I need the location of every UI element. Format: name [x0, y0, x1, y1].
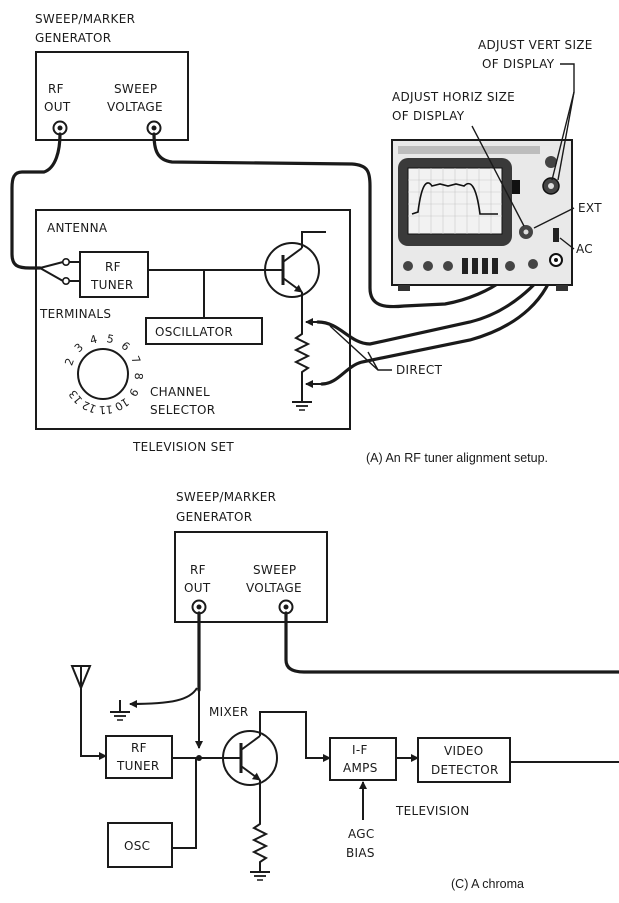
adjust-horiz-pointer	[471, 125, 525, 227]
ac-label: AC	[576, 242, 593, 256]
television-set-label: TELEVISION SET	[132, 440, 234, 454]
agc-bias-line1: AGC	[348, 827, 375, 841]
sweep-voltage-a-line1: SWEEP	[114, 82, 157, 96]
channel-number: 10	[112, 395, 131, 413]
adjust-vert-line2: OF DISPLAY	[482, 57, 555, 71]
ground-symbol-c1	[110, 700, 130, 721]
channel-number: 6	[119, 339, 133, 354]
ground-lead-c	[129, 687, 198, 708]
rf-tuner-box-a	[79, 251, 149, 298]
oscilloscope	[391, 139, 573, 291]
rf-out-c-line1: RF	[190, 563, 206, 577]
channel-number: 11	[98, 402, 113, 416]
television-set-box	[35, 209, 351, 430]
oscillator-box	[145, 317, 263, 345]
antenna-label: ANTENNA	[47, 221, 108, 235]
adjust-horiz-line2: OF DISPLAY	[392, 109, 465, 123]
agc-bias-line2: BIAS	[346, 846, 375, 860]
television-label: TELEVISION	[395, 804, 470, 818]
sweep-voltage-c-line1: SWEEP	[253, 563, 296, 577]
adjust-horiz-line1: ADJUST HORIZ SIZE	[392, 90, 515, 104]
sweep-voltage-a-line2: VOLTAGE	[107, 100, 163, 114]
channel-selector-line1: CHANNEL	[150, 385, 210, 399]
mixer-transistor	[222, 711, 331, 872]
if-amps-line2: AMPS	[343, 761, 378, 775]
generator-title-a-line1: SWEEP/MARKER	[35, 12, 135, 26]
transistor-a	[264, 231, 326, 322]
generator-title-c-line2: GENERATOR	[176, 510, 252, 524]
ground-symbol-a	[292, 401, 312, 411]
channel-number: 13	[66, 387, 85, 406]
video-detector-line2: DETECTOR	[431, 763, 499, 777]
channel-number: 12	[80, 398, 98, 415]
ground-symbol-c2	[250, 871, 270, 881]
channel-number: 2	[62, 356, 77, 367]
scope-trace	[411, 182, 498, 215]
rf-out-a-line2: OUT	[44, 100, 71, 114]
sweep-generator-box-c	[174, 531, 328, 623]
oscillator-label: OSCILLATOR	[155, 325, 233, 339]
ext-pointer	[533, 207, 575, 229]
caption-c: (C) A chroma	[451, 877, 524, 891]
rf-tuner-c-line1: RF	[131, 741, 147, 755]
video-detector-box	[417, 737, 511, 783]
rf-tuner-a-line2: TUNER	[90, 278, 134, 292]
direct-label: DIRECT	[396, 363, 443, 377]
channel-number: 8	[132, 372, 145, 380]
rf-out-a-line1: RF	[48, 82, 64, 96]
antenna-terminals	[39, 257, 80, 285]
osc-label: OSC	[124, 839, 150, 853]
channel-number: 3	[72, 341, 86, 355]
adjust-vert-pointer	[551, 63, 575, 181]
generator-title-c-line1: SWEEP/MARKER	[176, 490, 276, 504]
rf-tuner-a-line1: RF	[105, 260, 121, 274]
rf-out-c-line2: OUT	[184, 581, 211, 595]
channel-number: 7	[128, 354, 143, 366]
junction-dot	[196, 755, 202, 761]
osc-feed-wire	[172, 758, 197, 849]
terminals-label: TERMINALS	[39, 307, 111, 321]
generator-title-a-line2: GENERATOR	[35, 31, 111, 45]
antenna-symbol	[70, 665, 107, 760]
diagram-c-chroma: SWEEP/MARKER GENERATOR RF OUT SWEEP VOLT…	[70, 490, 619, 891]
ac-pointer	[559, 237, 575, 250]
rf-tuner-c-line2: TUNER	[116, 759, 160, 773]
video-detector-line1: VIDEO	[444, 744, 484, 758]
channel-number: 5	[106, 332, 116, 346]
channel-number: 9	[126, 386, 141, 399]
ext-label: EXT	[578, 201, 602, 215]
direct-pointer	[329, 325, 392, 371]
sweep-voltage-cable-c	[284, 611, 619, 674]
rf-out-cable-a	[10, 132, 62, 270]
channel-number: 4	[88, 333, 98, 347]
channel-selector-line2: SELECTOR	[150, 403, 215, 417]
if-amps-line1: I-F	[352, 743, 368, 757]
adjust-vert-line1: ADJUST VERT SIZE	[478, 38, 593, 52]
direct-cable-2	[320, 260, 558, 386]
sweep-voltage-c-line2: VOLTAGE	[246, 581, 302, 595]
mixer-label: MIXER	[209, 705, 249, 719]
diagram-a-rf-tuner-alignment: SWEEP/MARKER GENERATOR RF OUT SWEEP VOLT…	[10, 12, 602, 465]
osc-box	[107, 822, 173, 868]
emitter-resistor-a	[293, 322, 311, 402]
caption-a: (A) An RF tuner alignment setup.	[366, 451, 548, 465]
sweep-voltage-cable-a	[152, 132, 505, 309]
sweep-generator-box-a	[35, 51, 189, 141]
